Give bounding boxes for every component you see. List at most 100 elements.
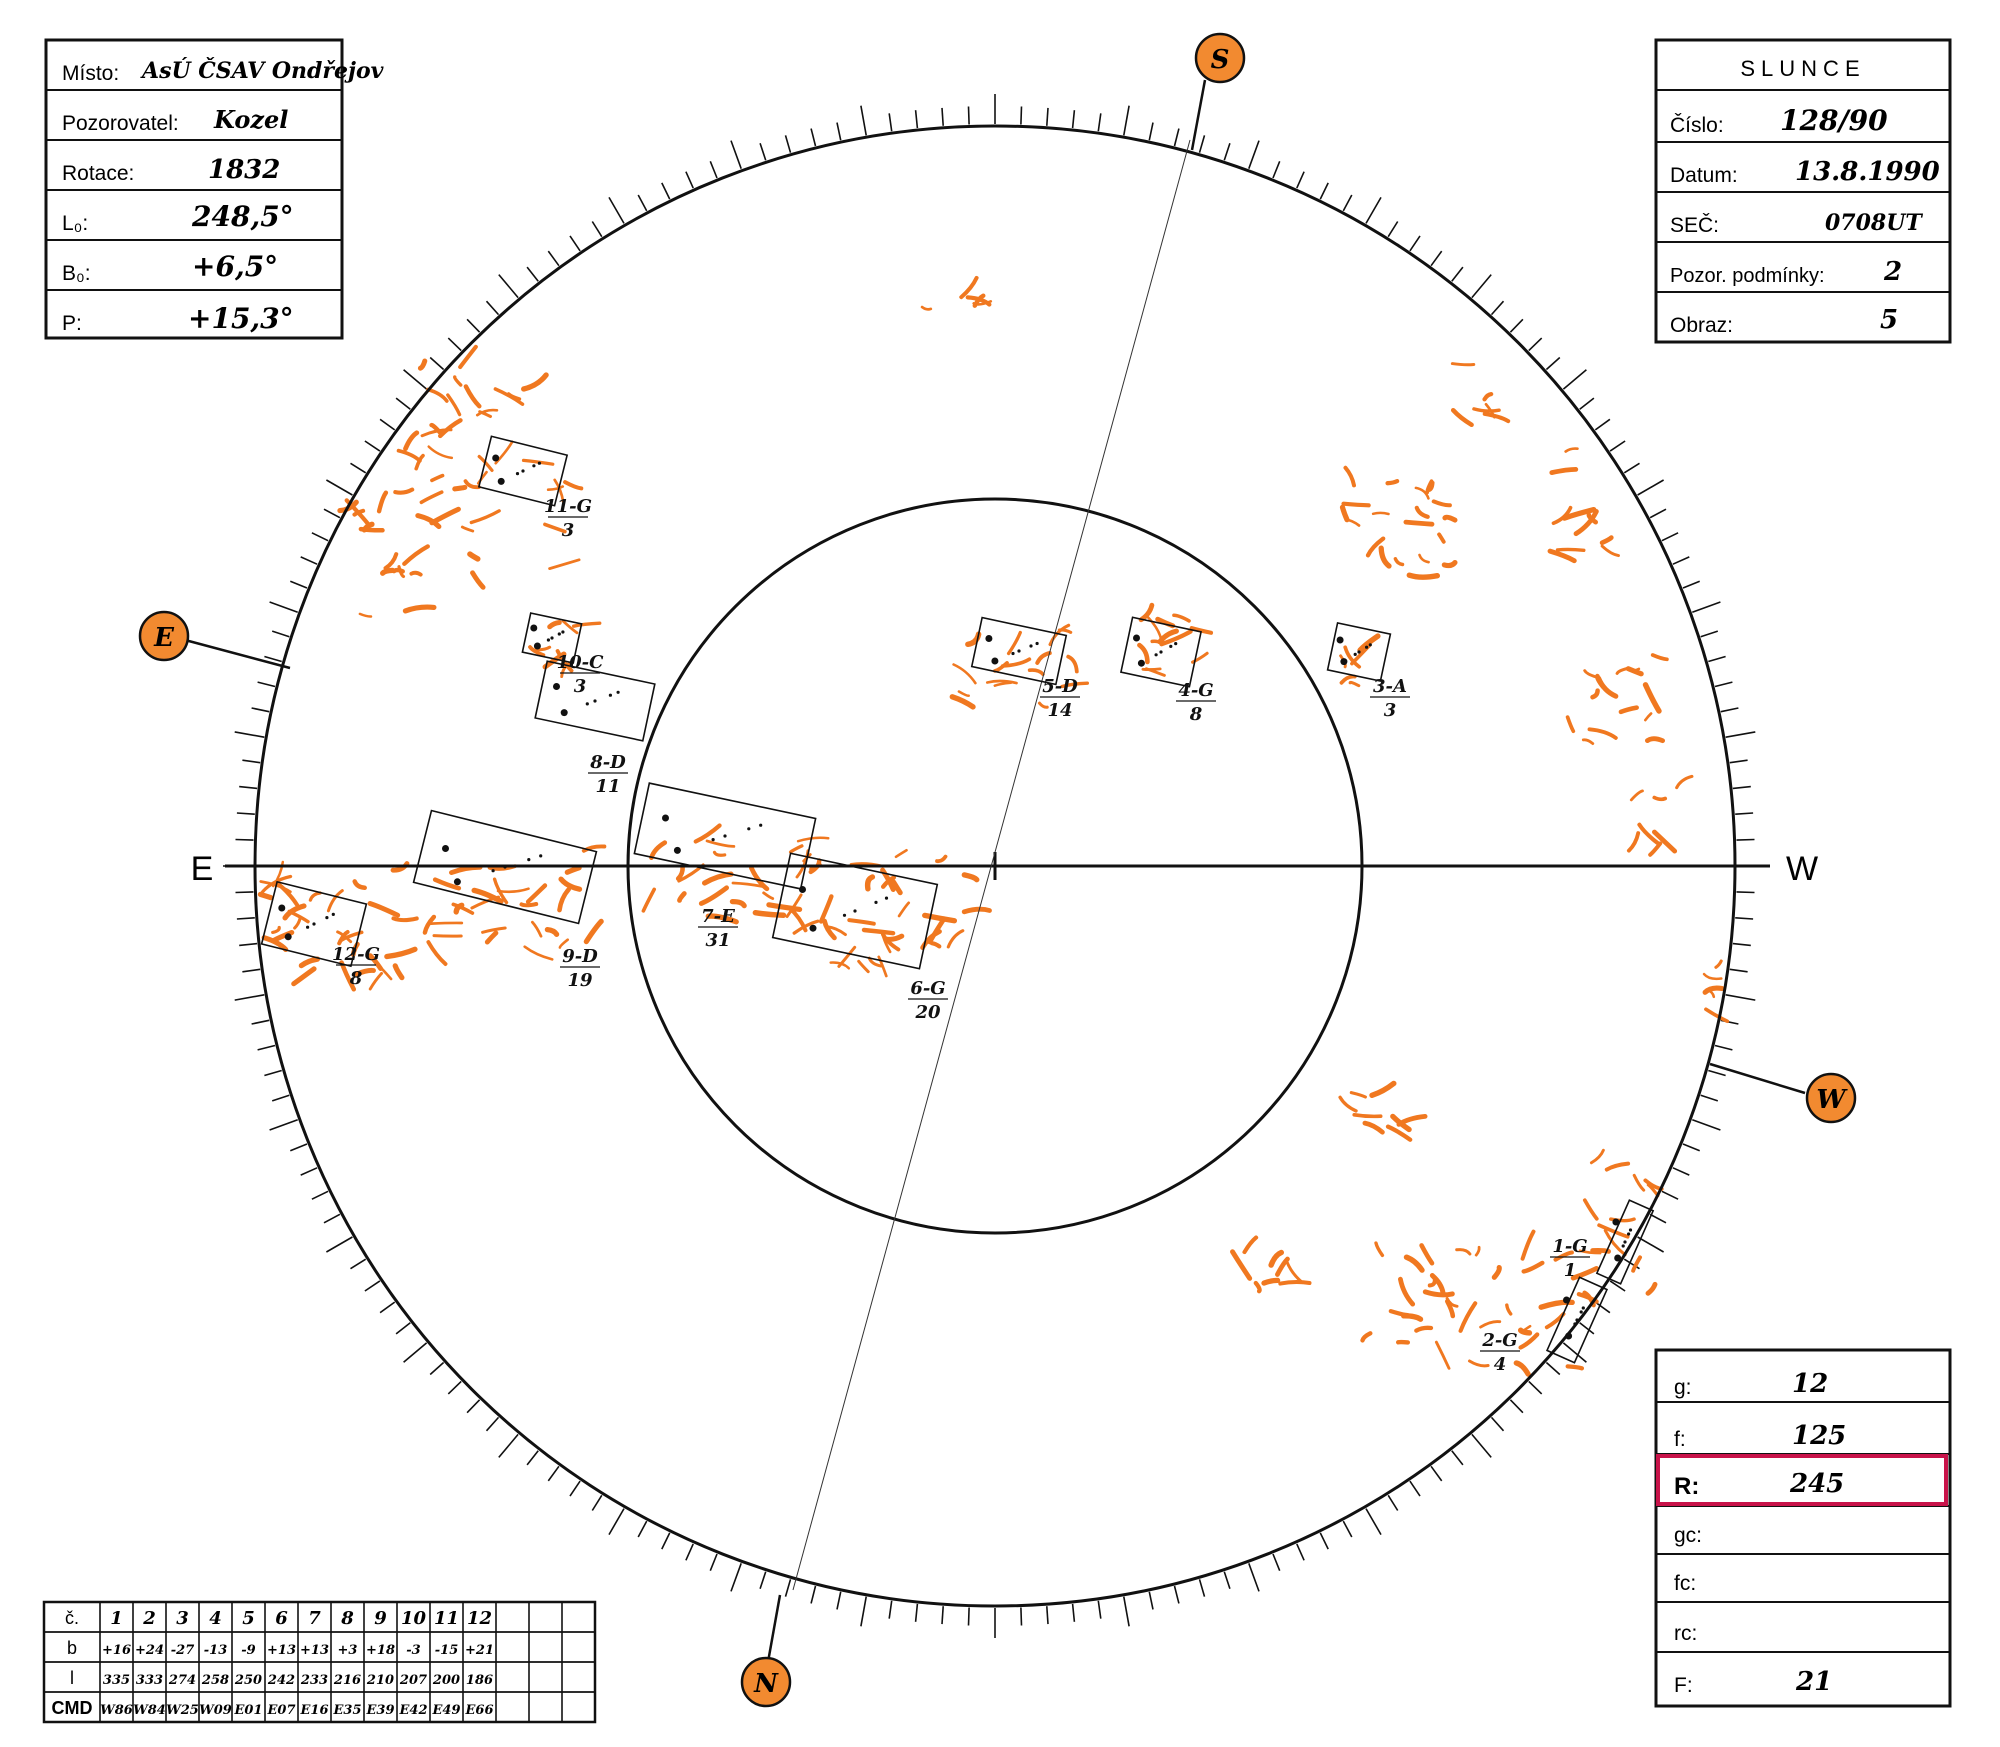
tick-mark [1708, 1069, 1726, 1077]
facula-stroke [1445, 1296, 1459, 1308]
coord-cell: -9 [241, 1643, 255, 1658]
facula-stroke [352, 508, 366, 517]
sunspot-dot [1011, 651, 1015, 656]
coord-cell: 12 [467, 1608, 492, 1629]
tick-mark [1594, 1301, 1611, 1314]
sec-label: SEČ: [1670, 214, 1719, 237]
tick-mark [1387, 1494, 1399, 1511]
facula-stroke [1146, 616, 1163, 641]
coord-cell: +13 [267, 1643, 296, 1658]
sunspot-dot [1621, 1244, 1625, 1248]
tick-mark [1490, 1416, 1505, 1432]
facula-stroke [731, 881, 764, 888]
sunspot-dot [1154, 653, 1158, 657]
tick-mark [1342, 194, 1353, 212]
group-count: 11 [595, 776, 620, 797]
facula-stroke [558, 876, 583, 892]
b0-label: B₀: [62, 262, 91, 285]
facula-stroke [1626, 831, 1641, 853]
tick-mark [1579, 1322, 1595, 1335]
facula-stroke [766, 902, 803, 912]
sunspot-dot [853, 909, 857, 913]
facula-stroke [702, 871, 734, 886]
facula-stroke [641, 887, 656, 913]
tick-mark [1248, 140, 1260, 169]
facula-stroke [1599, 535, 1614, 546]
coord-cell: 233 [300, 1673, 328, 1688]
coord-cell: E66 [465, 1703, 494, 1718]
facula-stroke [957, 690, 970, 698]
faculae-marks [257, 275, 1730, 1377]
sunspot-dot [809, 924, 817, 932]
s-pointer-line [1190, 79, 1207, 151]
sunspot-dot [284, 933, 292, 941]
sunspot-dot [1565, 1332, 1573, 1340]
tick-mark [888, 113, 893, 132]
facula-stroke [402, 604, 437, 614]
facula-stroke [1644, 712, 1653, 722]
sunspot-dot [550, 636, 554, 640]
e-marker: E [138, 610, 190, 662]
group-box [1326, 621, 1392, 683]
sunspot-dot [533, 642, 541, 650]
facula-stroke [1261, 1277, 1281, 1286]
tick-mark [784, 135, 792, 153]
facula-stroke [1702, 972, 1723, 981]
facula-stroke [403, 430, 420, 452]
tick-mark [914, 110, 919, 129]
group-box [521, 612, 583, 664]
sunspot-groups: 11-G310-C38-D115-D144-G83-A37-E319-D1912… [260, 435, 1655, 1375]
tick-mark [311, 1190, 329, 1200]
rotace-value: 1832 [208, 155, 280, 185]
tick-mark [1430, 1465, 1443, 1482]
facula-stroke [1425, 479, 1434, 495]
sunspot-dot [546, 638, 551, 642]
facula-stroke [649, 840, 668, 860]
facula-stroke [396, 448, 422, 463]
b0-value: +6,5° [192, 250, 278, 283]
sunspot-dot [593, 699, 597, 703]
sunspot-dot [1563, 1296, 1570, 1304]
facula-stroke [881, 935, 892, 954]
facula-stroke [453, 902, 465, 915]
group-label: 2-G [1481, 1330, 1517, 1351]
sunspot-dot [491, 869, 495, 873]
tick-mark [547, 1465, 560, 1482]
tick-mark [364, 1280, 381, 1292]
facula-stroke [544, 926, 560, 937]
tick-mark [1509, 318, 1524, 333]
tick-mark [1272, 1553, 1281, 1571]
coord-cell: E35 [333, 1703, 362, 1718]
facula-stroke [352, 879, 367, 891]
facula-stroke [1385, 478, 1400, 486]
coord-cell: 10 [401, 1608, 427, 1629]
tick-mark [1528, 337, 1543, 352]
facula-stroke [693, 823, 722, 844]
tick-mark [323, 1213, 341, 1224]
e-pointer-line [184, 638, 291, 670]
tick-mark [1649, 1213, 1667, 1224]
sunspot-dot [985, 635, 993, 642]
facula-stroke [1583, 669, 1598, 679]
sunspot-dot [532, 464, 536, 468]
facula-stroke [837, 945, 857, 968]
e-marker-label: E [153, 623, 175, 653]
tick-mark [637, 194, 648, 212]
sunspot-dot [1365, 645, 1369, 649]
facula-stroke [368, 971, 384, 991]
facula-stroke [1429, 1273, 1446, 1296]
facula-stroke [864, 874, 876, 892]
g-value: 12 [1792, 1369, 1828, 1399]
sec-value: 0708UT [1825, 210, 1923, 236]
tick-mark [591, 221, 603, 238]
tick-mark [661, 1532, 671, 1550]
tick-mark [1296, 1543, 1305, 1561]
facula-stroke [583, 918, 604, 945]
tick-mark [1594, 418, 1611, 431]
tick-mark [269, 1119, 298, 1131]
facula-stroke [1652, 795, 1668, 802]
facula-stroke [1450, 362, 1476, 367]
facula-stroke [1706, 988, 1716, 999]
facula-stroke [961, 872, 980, 883]
tick-mark [235, 838, 254, 841]
